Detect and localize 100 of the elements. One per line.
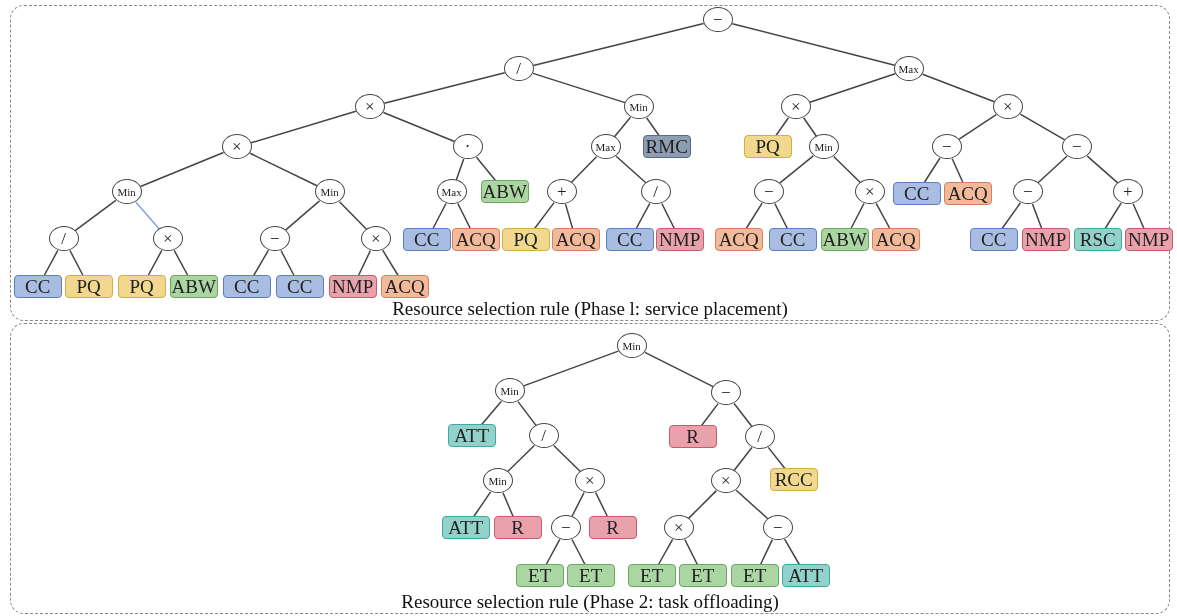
tree-branch-line — [43, 249, 59, 277]
variable-box: RSC — [1073, 228, 1122, 252]
tree-branch-line — [809, 72, 896, 104]
tree-branch-line — [958, 113, 997, 141]
tree-branch-line — [923, 157, 941, 184]
operator-circle: − — [702, 7, 733, 33]
tree-branch-line — [1086, 155, 1119, 184]
tree-branch-line — [767, 446, 786, 470]
operator-circle: − — [931, 134, 962, 160]
tree-branch-line — [280, 249, 295, 277]
tree-branch-line — [249, 152, 318, 187]
panel-caption: Resource selection rule (Phase l: service placement) — [392, 298, 788, 320]
tree-branch-line — [432, 202, 447, 230]
variable-box: ACQ — [380, 275, 429, 299]
operator-circle: Max — [590, 134, 621, 160]
tree-branch-line — [173, 249, 189, 277]
operator-circle: × — [710, 468, 741, 494]
tree-branch-line — [759, 538, 774, 566]
tree-branch-line — [613, 116, 632, 138]
variable-box: ABW — [480, 180, 529, 204]
tree-branch-line — [457, 202, 472, 230]
tree-branch-line — [783, 538, 801, 566]
tree-branch-line — [733, 402, 753, 428]
tree-branch-line — [533, 201, 555, 230]
operator-circle: × — [992, 94, 1023, 120]
operator-circle: Min — [623, 94, 654, 120]
tree-branch-line — [545, 538, 561, 566]
tree-branch-line — [382, 111, 456, 143]
tree-branch-line — [506, 444, 536, 473]
variable-box: PQ — [501, 228, 550, 252]
operator-circle: − — [259, 226, 290, 252]
operator-circle: × — [854, 179, 885, 205]
variable-box: ATT — [447, 424, 496, 448]
tree-branch-line — [774, 202, 789, 230]
variable-box: ET — [627, 564, 676, 588]
tree-branch-line — [532, 72, 626, 104]
variable-box: RMC — [642, 135, 691, 159]
operator-circle: − — [550, 515, 581, 541]
tree-branch-line — [1019, 113, 1066, 141]
operator-circle: × — [780, 94, 811, 120]
variable-box: ACQ — [714, 228, 763, 252]
tree-branch-line — [644, 351, 714, 388]
variable-box: ACQ — [943, 182, 992, 206]
tree-branch-line — [1037, 155, 1068, 184]
tree-branch-line — [473, 491, 492, 518]
variable-box: NMP — [1124, 228, 1173, 252]
operator-circle: × — [360, 226, 391, 252]
tree-branch-line — [570, 155, 598, 184]
tree-branch-line — [338, 200, 368, 231]
operator-circle: × — [574, 468, 605, 494]
operator-circle: / — [744, 424, 775, 450]
variable-box: R — [668, 425, 717, 449]
operator-circle: Max — [893, 56, 924, 82]
tree-branch-line — [381, 249, 399, 277]
operator-circle: Min — [808, 134, 839, 160]
variable-box: ATT — [781, 564, 830, 588]
operator-circle: × — [152, 226, 183, 252]
dashed-panel — [10, 323, 1170, 614]
variable-box: CC — [605, 228, 654, 252]
operator-circle: + — [546, 179, 577, 205]
tree-branch-line — [502, 492, 514, 518]
tree-branch-line — [615, 155, 647, 184]
variable-box: ACQ — [451, 228, 500, 252]
tree-branch-line — [139, 151, 225, 188]
tree-branch-line — [571, 538, 586, 566]
variable-box: ACQ — [871, 228, 920, 252]
variable-box: CC — [275, 275, 324, 299]
tree-branch-line — [731, 22, 896, 67]
tree-branch-line — [951, 157, 964, 184]
operator-circle: / — [640, 179, 671, 205]
operator-circle: × — [663, 515, 694, 541]
variable-box: ABW — [820, 228, 869, 252]
tree-branch-line — [733, 446, 753, 472]
tree-branch-line — [645, 117, 660, 137]
operator-circle: − — [762, 515, 793, 541]
variable-box: ET — [566, 564, 615, 588]
variable-box: NMP — [1021, 228, 1070, 252]
variable-box: CC — [969, 228, 1018, 252]
tree-branch-line — [745, 202, 763, 230]
tree-branch-line — [383, 71, 506, 105]
variable-box: R — [588, 516, 637, 540]
tree-branch-line — [252, 249, 270, 277]
tree-branch-line — [684, 538, 699, 566]
operator-circle: · — [452, 134, 483, 160]
operator-circle: Min — [111, 179, 142, 205]
operator-circle: − — [710, 380, 741, 406]
variable-box: NMP — [655, 228, 704, 252]
tree-branch-line — [571, 491, 585, 518]
tree-branch-line — [832, 155, 862, 184]
tree-branch-line — [661, 202, 676, 230]
tree-branch-line — [875, 202, 891, 230]
tree-branch-line — [1031, 203, 1043, 230]
variable-box: R — [493, 516, 542, 540]
variable-box: CC — [892, 182, 941, 206]
variable-box: ABW — [169, 275, 218, 299]
tree-branch-line — [517, 400, 537, 427]
variable-box: ET — [730, 564, 779, 588]
panel-caption: Resource selection rule (Phase 2: task offloading) — [401, 591, 779, 613]
variable-box: ACQ — [551, 228, 600, 252]
variable-box: NMP — [328, 275, 377, 299]
